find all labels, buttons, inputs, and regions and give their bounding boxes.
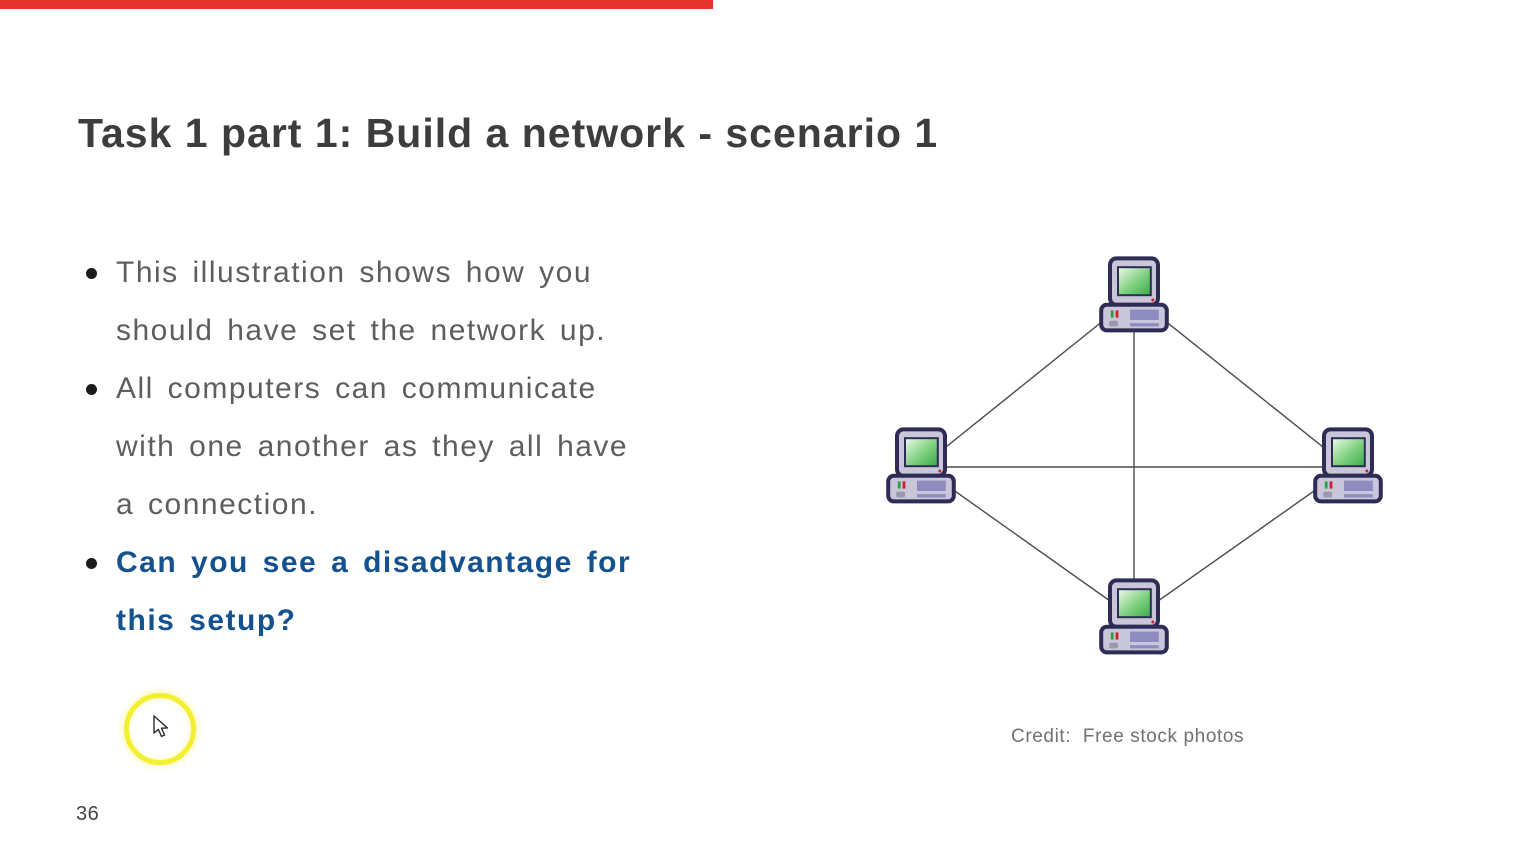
bullet-line: a connection. — [116, 488, 318, 521]
slide-page-number: 36 — [76, 803, 100, 825]
video-progress-bar[interactable] — [0, 0, 713, 9]
bullet-item: All computers can communicate with one a… — [86, 360, 796, 534]
bullet-line: this setup? — [116, 604, 297, 637]
bullet-item-question: Can you see a disadvantage for this setu… — [86, 534, 796, 650]
network-links — [920, 295, 1349, 619]
computer-icon-bottom — [1101, 580, 1167, 652]
network-link-left-bottom — [920, 466, 1135, 619]
network-link-top-left — [920, 295, 1135, 468]
bullet-line: All computers can communicate — [116, 372, 597, 405]
bullet-item: This illustration shows how you should h… — [86, 244, 796, 360]
network-link-right-bottom — [1133, 466, 1349, 619]
network-diagram — [870, 240, 1410, 680]
bullet-line: with one another as they all have — [116, 430, 629, 463]
network-link-top-right — [1133, 295, 1349, 468]
bullet-list: This illustration shows how you should h… — [86, 244, 796, 650]
bullet-line: This illustration shows how you — [116, 256, 593, 289]
slide-title: Task 1 part 1: Build a network - scenari… — [78, 110, 939, 157]
mouse-cursor-icon — [153, 715, 169, 738]
bullet-line: should have set the network up. — [116, 314, 607, 347]
computer-icon-top — [1101, 258, 1167, 330]
credit-caption: Credit: Free stock photos — [1011, 726, 1245, 747]
cursor-highlight-ring — [124, 693, 196, 765]
computer-icon-right — [1315, 429, 1381, 501]
computer-icon-left — [888, 429, 954, 501]
bullet-line: Can you see a disadvantage for — [116, 546, 632, 579]
